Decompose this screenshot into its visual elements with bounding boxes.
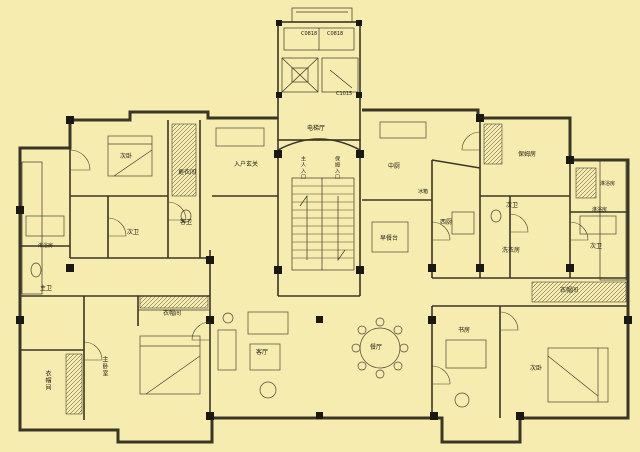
fixture-tag-shower-master: 淋浴房 <box>600 181 616 187</box>
window-tag-c0818: C0818 <box>301 31 318 37</box>
room-label-secondary-bath-e: 次卫 <box>590 243 603 250</box>
room-label-elevator-hall: 电梯厅 <box>307 125 326 132</box>
room-label-master-bedroom: 主卧室 <box>101 356 108 377</box>
room-label-study: 书房 <box>458 327 471 334</box>
room-label-nanny-entry: 保姆入口 <box>334 156 340 180</box>
room-label-secondary-bedroom-se: 次卧 <box>530 365 543 372</box>
room-label-entrance-hall: 入户玄关 <box>234 161 259 168</box>
fixture-tag-shower-w: 淋浴房 <box>38 243 54 249</box>
elevator-tower <box>276 7 362 141</box>
structural-columns <box>16 114 632 420</box>
room-label-living-room: 客厅 <box>256 349 269 356</box>
room-label-coat-room-master: 衣帽间 <box>163 310 182 317</box>
furniture <box>25 121 617 408</box>
window-tag-c1015: C1015 <box>336 91 353 97</box>
hatched-fixtures <box>65 123 627 415</box>
room-label-chinese-kitchen: 中厨 <box>388 163 401 170</box>
room-label-owner-entry: 主人入口 <box>300 156 306 180</box>
room-label-secondary-bath-nw: 次卫 <box>127 229 140 236</box>
room-label-dining-room: 餐厅 <box>370 344 383 351</box>
room-label-guest-bath: 客卫 <box>180 219 193 226</box>
fixture-tag-fridge: 冰箱 <box>418 189 429 195</box>
fixture-tag-shower-e: 淋浴房 <box>592 207 608 213</box>
room-label-coat-room-e: 衣帽间 <box>560 287 579 294</box>
room-label-coat-room-master-w: 衣帽间 <box>44 370 51 391</box>
room-label-laundry-room: 洗衣房 <box>502 247 521 254</box>
staircase <box>291 177 355 271</box>
interior-walls <box>20 118 628 420</box>
room-label-western-kitchen: 西厨 <box>440 219 453 226</box>
window-tag-c0818b: C0818 <box>327 31 344 37</box>
room-label-master-bath: 主卫 <box>40 285 53 292</box>
doors <box>69 131 589 385</box>
room-label-breakfast-table: 早餐台 <box>380 235 399 242</box>
room-label-nanny-room: 保姆房 <box>518 151 537 158</box>
room-label-coat-room-nw: 更衣间 <box>178 169 197 176</box>
room-label-secondary-bedroom-nw: 次卧 <box>120 153 133 160</box>
room-label-secondary-bath-ne: 次卫 <box>506 202 519 209</box>
outer-walls <box>18 108 630 444</box>
